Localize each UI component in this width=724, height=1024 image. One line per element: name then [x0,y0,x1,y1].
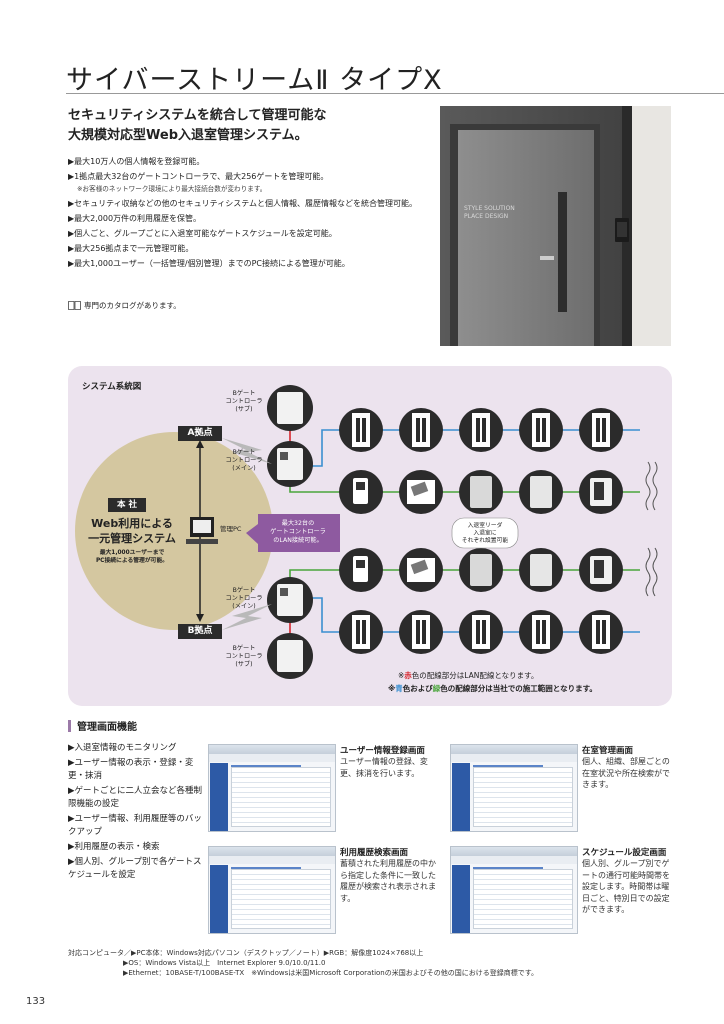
user-registration-screenshot [208,744,336,832]
lead-line-1: セキュリティシステムを統合して管理可能な [68,108,327,123]
title-rule [66,93,724,94]
feature-item: ▶個人ごと、グループごとに入退室可能なゲートスケジュールを設定可能。 [68,229,337,238]
gc-sub-a-line-3: (サブ) [235,405,252,413]
hq-sub-text: 最大1,000ユーザーまで PC接続による管理が可能。 [82,549,182,565]
screen-title-user-registration: ユーザー情報登録画面 [340,746,425,756]
gate-controller-sub-a [267,385,313,431]
reader-node-row-b [339,548,623,592]
book-icon [68,301,81,310]
feature-item: ▶最大10万人の個人情報を登録可能。 [68,157,205,166]
presence-screenshot [450,744,578,832]
hq-main-text: Web利用による 一元管理システム [82,516,182,546]
specs-line-1: 対応コンピュータ／▶PC本体：Windows対応パソコン（デスクトップ／ノート）… [68,949,424,957]
screen-desc-presence: 個人、組織、部屋ごとの在室状況や所在検索ができます。 [582,757,670,789]
feature-item: ▶最大1,000ユーザー（一括管理/個別管理）までのPC接続による管理が可能。 [68,259,350,268]
gc-sub-b-line-2: コントローラ [225,653,262,660]
door-sign-line-2: PLACE DESIGN [464,213,508,220]
gc-main-a-line-2: コントローラ [225,457,262,464]
lead-line-2: 大規模対応型Web入退室管理システム。 [68,128,308,143]
legend-install: ※青色および緑色の配線部分は当社での施工範囲となります。 [388,683,597,693]
gc-sub-a-line-1: Bゲート [233,389,256,397]
door-sign-line-1: STYLE SOLUTION [464,205,515,212]
door-photo: STYLE SOLUTION PLACE DESIGN [440,106,671,346]
gate-controller-sub-b [267,633,313,679]
function-item: ▶ユーザー情報、利用履歴等のバックアップ [68,814,202,837]
function-item: ▶個人別、グループ別で各ゲートスケジュールを設定 [68,857,202,880]
management-pc-icon [186,517,218,544]
legend-lan: ※赤色の配線部分はLAN配線となります。 [398,670,538,680]
hq-sub-line-1: 最大1,000ユーザーまで [99,550,165,556]
heading-bar [68,719,71,732]
page-title: サイバーストリームⅡ タイプX [66,65,443,96]
gate-controller-main-a [267,441,313,487]
catalog-note-text: 専門のカタログがあります。 [84,301,181,310]
gc-sub-b-line-3: (サブ) [235,660,252,668]
wireless-bolt-a-icon [222,438,272,464]
gc-main-b-line-2: コントローラ [225,595,262,602]
feature-list: ▶最大10万人の個人情報を登録可能。 ▶1拠点最大32台のゲートコントローラで、… [68,156,423,273]
svg-text:Bゲートコントローラ(メイン): Bゲートコントローラ(メイン) [225,586,262,610]
reader-note-line-3: それぞれ設置可能 [462,536,509,544]
svg-text:Bゲートコントローラ(サブ): Bゲートコントローラ(サブ) [225,389,262,413]
feature-item: ▶1拠点最大32台のゲートコントローラで、最大256ゲートを管理可能。※お客様の… [68,171,423,195]
hq-sub-line-2: PC接続による管理が可能。 [95,558,169,564]
feature-note: ※お客様のネットワーク環境により最大接続台数が変わります。 [77,185,267,193]
feature-item: ▶最大256拠点まで一元管理可能。 [68,244,194,253]
svg-text:入退室リーダ入退室にそれぞれ設置可能: 入退室リーダ入退室にそれぞれ設置可能 [462,521,509,544]
screen-title-schedule: スケジュール設定画面 [582,848,667,858]
function-item: ▶利用履歴の表示・検索 [68,842,160,852]
gc-main-b-line-3: (メイン) [232,603,255,610]
wireless-bolt-b-icon [222,604,272,630]
management-function-list: ▶入退室情報のモニタリング ▶ユーザー情報の表示・登録・変更・抹消 ▶ゲートごと… [68,742,203,884]
management-pc-label: 管理PC [220,524,242,533]
callout-line-2: ゲートコントローラ [270,528,326,536]
function-item: ▶入退室情報のモニタリング [68,743,177,753]
management-heading: 管理画面機能 [68,718,137,733]
hq-main-line-1: Web利用による [91,517,173,530]
door-node-row-a [339,408,623,452]
svg-text:Bゲートコントローラ(サブ): Bゲートコントローラ(サブ) [225,644,262,668]
gc-main-a-line-1: Bゲート [233,448,256,456]
system-diagram: Bゲートコントローラ(サブ) Bゲートコントローラ(メイン) Bゲートコントロー… [186,385,658,693]
svg-text:Bゲートコントローラ(メイン): Bゲートコントローラ(メイン) [225,448,262,472]
screen-desc-schedule: 個人別、グループ別でゲートの通行可能時間帯を設定します。時間帯は曜日ごと、特別日… [582,859,670,914]
computer-specs: 対応コンピュータ／▶PC本体：Windows対応パソコン（デスクトップ／ノート）… [68,948,538,978]
hq-circle [75,432,273,630]
function-item: ▶ゲートごとに二人立会など各種制限機能の設定 [68,786,203,809]
specs-line-2: ▶OS：Windows Vista以上 Internet Explorer 9.… [123,959,326,967]
gc-sub-b-line-1: Bゲート [233,644,256,652]
gate-controller-main-b [267,577,313,623]
schedule-screenshot [450,846,578,934]
lead-text: セキュリティシステムを統合して管理可能な 大規模対応型Web入退室管理システム。 [68,106,398,146]
gc-sub-a-line-2: コントローラ [225,398,262,405]
page-number: 133 [26,996,46,1007]
screen-desc-history-search: 蓄積された利用履歴の中から指定した条件に一致した履歴が検索され表示されます。 [340,859,436,903]
catalog-note: 専門のカタログがあります。 [68,300,181,311]
screen-desc-user-registration: ユーザー情報の登録、変更、抹消を行います。 [340,757,428,778]
diagram-title: システム系統図 [82,382,142,392]
screen-title-history-search: 利用履歴検索画面 [340,848,409,858]
svg-text:最大32台のゲートコントローラのLAN接続可能。: 最大32台のゲートコントローラのLAN接続可能。 [270,519,326,544]
feature-item: ▶最大2,000万件の利用履歴を保管。 [68,214,202,223]
callout-line-3: のLAN接続可能。 [273,536,323,544]
management-heading-text: 管理画面機能 [77,722,137,733]
site-a-label: A拠点 [178,426,222,441]
feature-item: ▶セキュリティ収納などの他のセキュリティシステムと個人情報、履歴情報などを統合管… [68,199,417,208]
door-node-row-b [339,610,623,654]
specs-line-3: ▶Ethernet：10BASE-T/100BASE-TX ※Windowsは米… [123,969,539,977]
site-b-label: B拠点 [178,624,222,639]
reader-note-line-1: 入退室リーダ [468,521,503,529]
screen-title-presence: 在室管理画面 [582,746,634,756]
reader-node-row-a [339,470,623,514]
gc-main-b-line-1: Bゲート [233,586,256,594]
reader-note-line-2: 入退室に [473,529,496,537]
hq-label: 本 社 [108,498,146,512]
gc-main-a-line-3: (メイン) [232,465,255,472]
hq-main-line-2: 一元管理システム [88,532,176,545]
callout-line-1: 最大32台の [282,519,315,527]
function-item: ▶ユーザー情報の表示・登録・変更・抹消 [68,758,194,781]
history-search-screenshot [208,846,336,934]
